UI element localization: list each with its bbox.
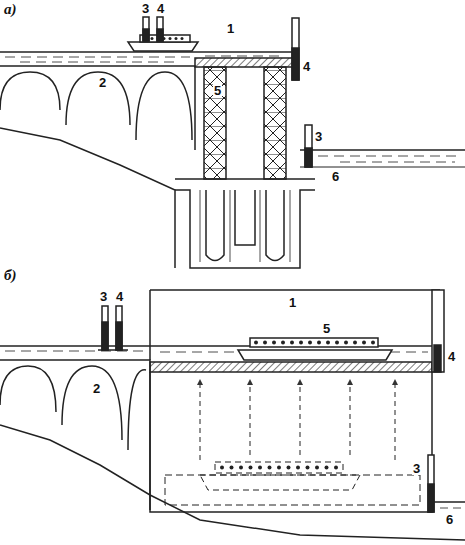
callout-number: 6 [331,170,340,183]
callout-number: 2 [92,382,101,395]
callout-number: 4 [447,350,456,363]
callout-number: 5 [213,84,222,97]
callout-number: 3 [99,290,108,303]
part-letter: б) [3,268,17,283]
callout-number: 4 [115,290,124,303]
callout-number: 4 [156,2,165,15]
callout-number: 3 [314,130,323,143]
callout-number: 4 [302,60,311,73]
callout-number: 5 [322,322,331,335]
callout-number: 6 [445,513,454,526]
part-letter: а) [3,2,18,17]
callout-number: 3 [412,462,421,475]
callout-number: 1 [288,296,297,309]
callout-number: 3 [141,2,150,15]
callout-number: 2 [98,76,107,89]
callout-number: 1 [226,22,235,35]
